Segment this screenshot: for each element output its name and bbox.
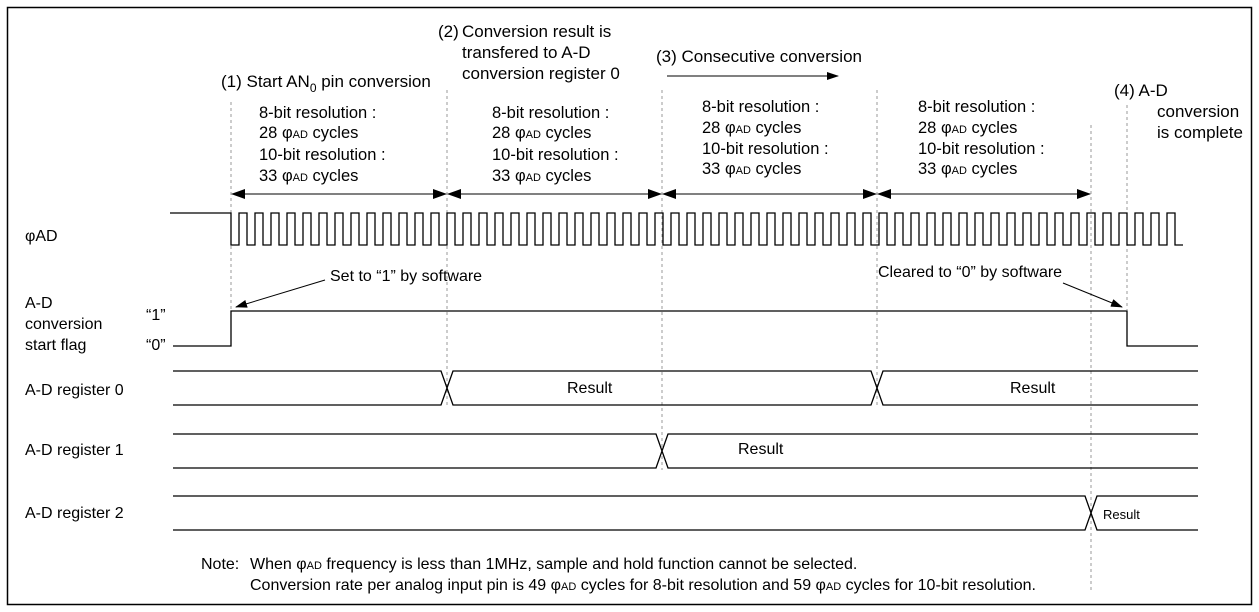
register-0-waveform [173,370,1198,406]
set-annotation-arrow [235,279,326,308]
event-4-line-2: conversion [1157,102,1239,121]
cleared-annotation: Cleared to “0” by software [878,264,1062,281]
register-1-label: A-D register 1 [25,442,124,459]
event-2-number: (2) [438,22,459,41]
guide-lines [230,90,1128,590]
period-3: 8-bit resolution : 28 φAD cycles 10-bit … [702,98,829,178]
period-1-line-2: 28 φAD cycles [259,124,358,142]
register-1-waveform [173,433,1198,469]
register-2-waveform [173,495,1198,531]
period-2-line-1: 8-bit resolution : [492,104,609,122]
phiad-clock-waveform [170,212,1183,246]
flag-label-line-2: conversion [25,316,102,333]
note-line-1: Note:When φAD frequency is less than 1MH… [201,556,857,573]
period-4: 8-bit resolution : 28 φAD cycles 10-bit … [918,98,1045,178]
event-4-line-1: (4) A-D [1114,81,1168,100]
register-2-label: A-D register 2 [25,505,124,522]
register-1-result: Result [738,441,784,458]
flag-level-zero: “0” [146,337,166,354]
register-0-result-2: Result [1010,380,1056,397]
flag-label-line-1: A-D [25,295,53,312]
period-3-line-4: 33 φAD cycles [702,160,801,178]
event-3-label: (3) Consecutive conversion [656,47,862,66]
period-3-line-3: 10-bit resolution : [702,140,829,158]
period-2-line-4: 33 φAD cycles [492,167,591,185]
flag-label-line-3: start flag [25,337,86,354]
diagram-frame [6,6,1253,606]
event-2-line-3: conversion register 0 [462,64,620,83]
note-line-2: Conversion rate per analog input pin is … [250,577,1036,594]
register-2-result: Result [1103,507,1140,522]
period-4-line-1: 8-bit resolution : [918,98,1035,116]
cleared-annotation-arrow [1062,282,1123,308]
period-2: 8-bit resolution : 28 φAD cycles 10-bit … [492,104,619,185]
period-2-line-3: 10-bit resolution : [492,146,619,164]
period-1: 8-bit resolution : 28 φAD cycles 10-bit … [259,104,386,185]
event-4-line-3: is complete [1157,123,1243,142]
event-2-line-1: Conversion result is [462,22,611,41]
set-annotation: Set to “1” by software [330,268,482,285]
period-1-line-3: 10-bit resolution : [259,146,386,164]
flag-level-one: “1” [146,307,166,324]
phiad-signal-label: φAD [25,228,58,245]
event-2-line-2: transfered to A-D [462,43,591,62]
event-1-label: (1) Start AN0 pin conversion [221,72,431,95]
period-4-line-4: 33 φAD cycles [918,160,1017,178]
period-3-line-1: 8-bit resolution : [702,98,819,116]
period-4-line-3: 10-bit resolution : [918,140,1045,158]
start-flag-waveform [173,310,1198,347]
period-1-line-1: 8-bit resolution : [259,104,376,122]
register-0-result-1: Result [567,380,613,397]
period-1-line-4: 33 φAD cycles [259,167,358,185]
period-2-line-2: 28 φAD cycles [492,124,591,142]
period-3-line-2: 28 φAD cycles [702,119,801,137]
period-4-line-2: 28 φAD cycles [918,119,1017,137]
register-0-label: A-D register 0 [25,382,124,399]
